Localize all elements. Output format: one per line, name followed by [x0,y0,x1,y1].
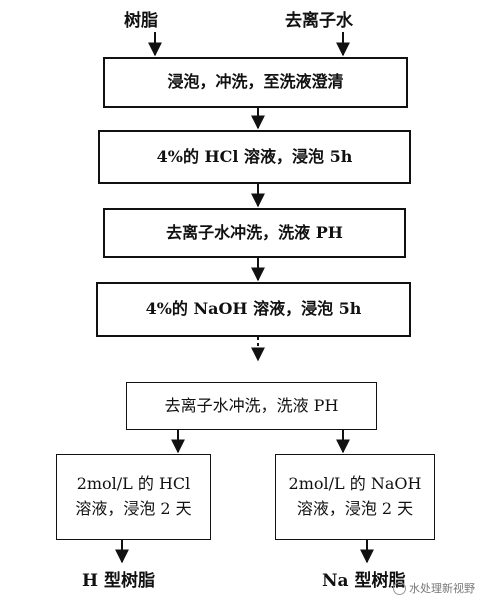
output-na-resin-label: Na 型树脂 [322,571,406,591]
watermark-text: 水处理新视野 [409,582,475,595]
branch-hcl-box: 2mol/L 的 HCl 溶液，浸泡 2 天 [56,454,211,540]
input-resin-label: 树脂 [124,11,158,31]
step-rinse-ph-2: 去离子水冲洗，洗液 PH [126,382,377,430]
step-naoh-soak: 4%的 NaOH 溶液，浸泡 5h [96,282,411,337]
branch-hcl-line1: 2mol/L 的 HCl [76,474,191,494]
step-rinse-ph-1: 去离子水冲洗，洗液 PH [103,208,406,258]
step-hcl-soak: 4%的 HCl 溶液，浸泡 5h [98,130,411,184]
input-water-label: 去离子水 [285,11,353,31]
branch-hcl-line2: 溶液，浸泡 2 天 [75,499,192,518]
step-soak-rinse-text: 浸泡，冲洗，至洗液澄清 [167,72,344,92]
output-h-resin-label: H 型树脂 [82,571,155,591]
watermark: 水处理新视野 [393,580,475,596]
step-soak-rinse: 浸泡，冲洗，至洗液澄清 [103,57,408,108]
step-rinse-ph-1-text: 去离子水冲洗，洗液 PH [166,222,343,242]
step-rinse-ph-2-text: 去离子水冲洗，洗液 PH [164,395,339,415]
wechat-icon [393,581,406,595]
step-naoh-soak-text: 4%的 NaOH 溶液，浸泡 5h [145,299,362,319]
step-hcl-soak-text: 4%的 HCl 溶液，浸泡 5h [156,146,353,166]
branch-naoh-text: 2mol/L 的 NaOH 溶液，浸泡 2 天 [289,472,422,522]
branch-naoh-line2: 溶液，浸泡 2 天 [296,499,414,518]
branch-naoh-box: 2mol/L 的 NaOH 溶液，浸泡 2 天 [275,454,435,540]
branch-naoh-line1: 2mol/L 的 NaOH [288,474,422,494]
branch-hcl-text: 2mol/L 的 HCl 溶液，浸泡 2 天 [75,472,191,522]
